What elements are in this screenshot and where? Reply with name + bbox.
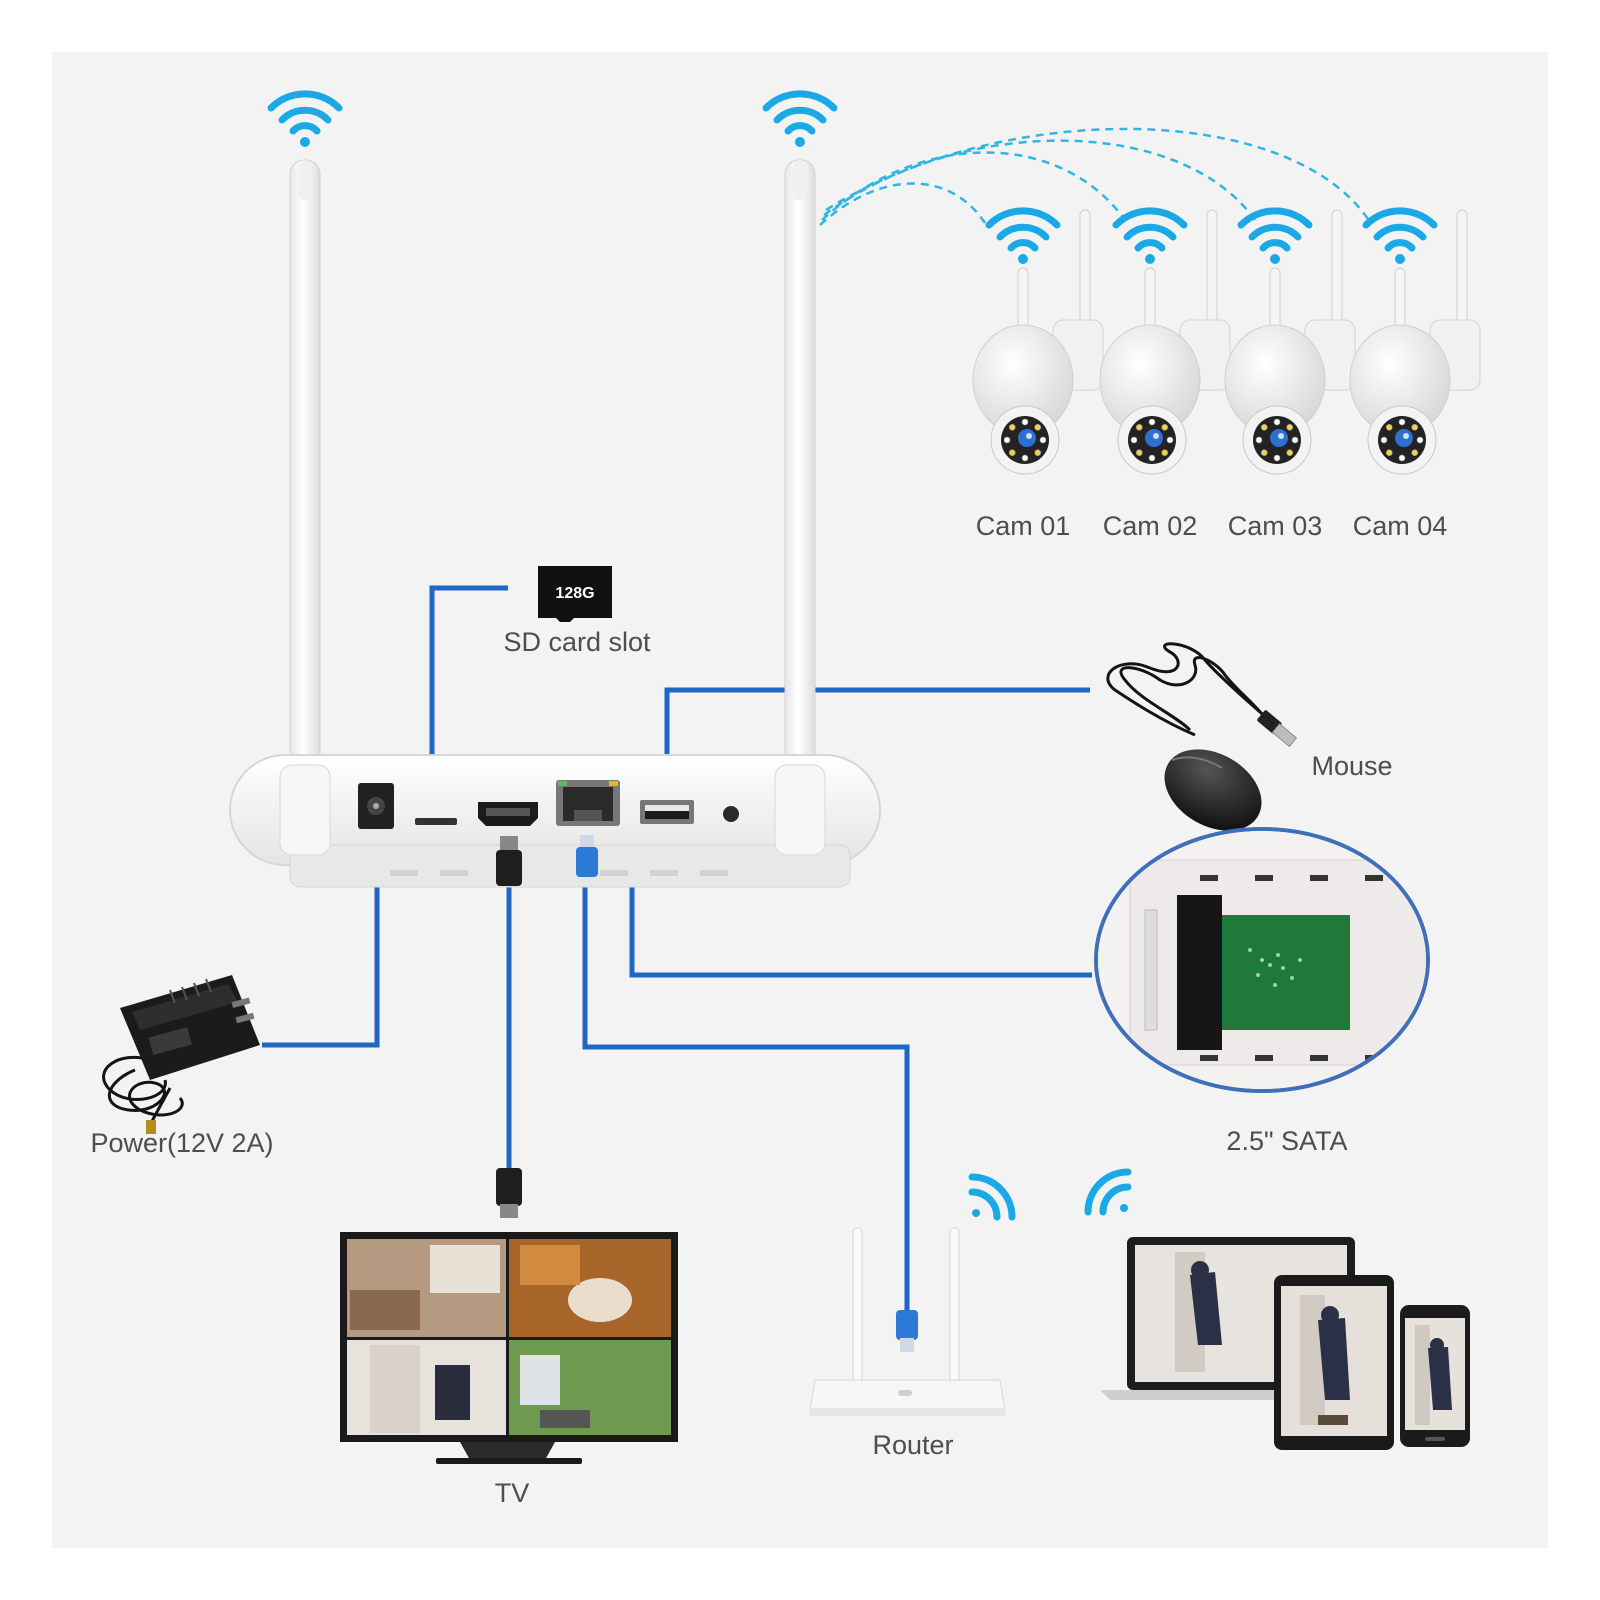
power-label: Power(12V 2A) [90,1128,273,1158]
camera-label: Cam 01 [976,511,1071,541]
hdmi-port-icon [478,802,538,826]
hdmi-plug-bottom [496,1168,522,1218]
wifi-icon [968,1173,1016,1221]
camera-group: Cam 01 Cam 02 Cam 03 Cam 04 [972,210,1481,541]
sd-card-wire [429,585,508,790]
camera-label: Cam 04 [1353,511,1448,541]
connection-wires [262,585,1092,1315]
power-jack-icon [358,783,394,829]
tablet-icon [1274,1275,1394,1450]
wireless-signal-paths [819,127,1372,226]
sd-card-icon: 128G [538,566,612,622]
ptz-camera-icon: Cam 04 [1349,210,1481,541]
reset-button-icon [723,806,739,822]
router-wire [582,870,910,1315]
sd-card-capacity: 128G [555,585,594,602]
mouse-icon [1106,642,1298,831]
sd-card-slot-label: SD card slot [503,627,651,657]
ethernet-plug-top [576,835,598,877]
mouse-label: Mouse [1311,751,1392,781]
router-icon [809,1227,1006,1416]
power-wire [262,828,380,1048]
sata-label: 2.5" SATA [1226,1126,1347,1156]
ptz-camera-icon: Cam 03 [1224,210,1356,541]
ptz-camera-icon: Cam 02 [1099,210,1231,541]
tv-icon [340,1232,678,1464]
ethernet-port-icon [556,780,620,826]
phone-icon [1400,1305,1470,1447]
nvr-antenna-right [784,159,816,811]
ethernet-plug-bottom [896,1310,918,1352]
nvr-recorder [229,159,881,888]
nvr-antenna-left [289,159,321,811]
camera-label: Cam 02 [1103,511,1198,541]
camera-label: Cam 03 [1228,511,1323,541]
sata-wire [629,870,1092,978]
wifi-icon [1084,1168,1132,1216]
usb-port-icon [640,800,694,824]
sd-slot-icon [415,818,457,825]
tv-label: TV [495,1478,530,1508]
power-adapter-icon [102,975,260,1134]
hdmi-plug-top [496,836,522,886]
tv-camera-feeds [347,1239,671,1435]
ptz-camera-icon: Cam 01 [972,210,1104,541]
router-label: Router [872,1430,953,1460]
sata-hdd-icon [1094,827,1430,1093]
